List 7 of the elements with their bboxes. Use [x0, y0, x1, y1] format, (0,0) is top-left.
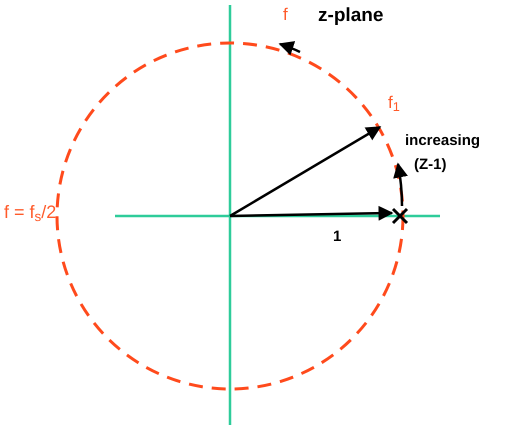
frequency-label: f	[283, 4, 288, 26]
plane-title: z-plane	[318, 4, 384, 28]
direction-label: (Z-1)	[414, 156, 446, 175]
magnitude-label: 1	[333, 228, 342, 247]
frequency-label: f$_{1}$	[388, 92, 400, 114]
direction-label: increasing	[405, 132, 480, 151]
frequency-label: f = f$_{s}$/2	[4, 201, 56, 224]
